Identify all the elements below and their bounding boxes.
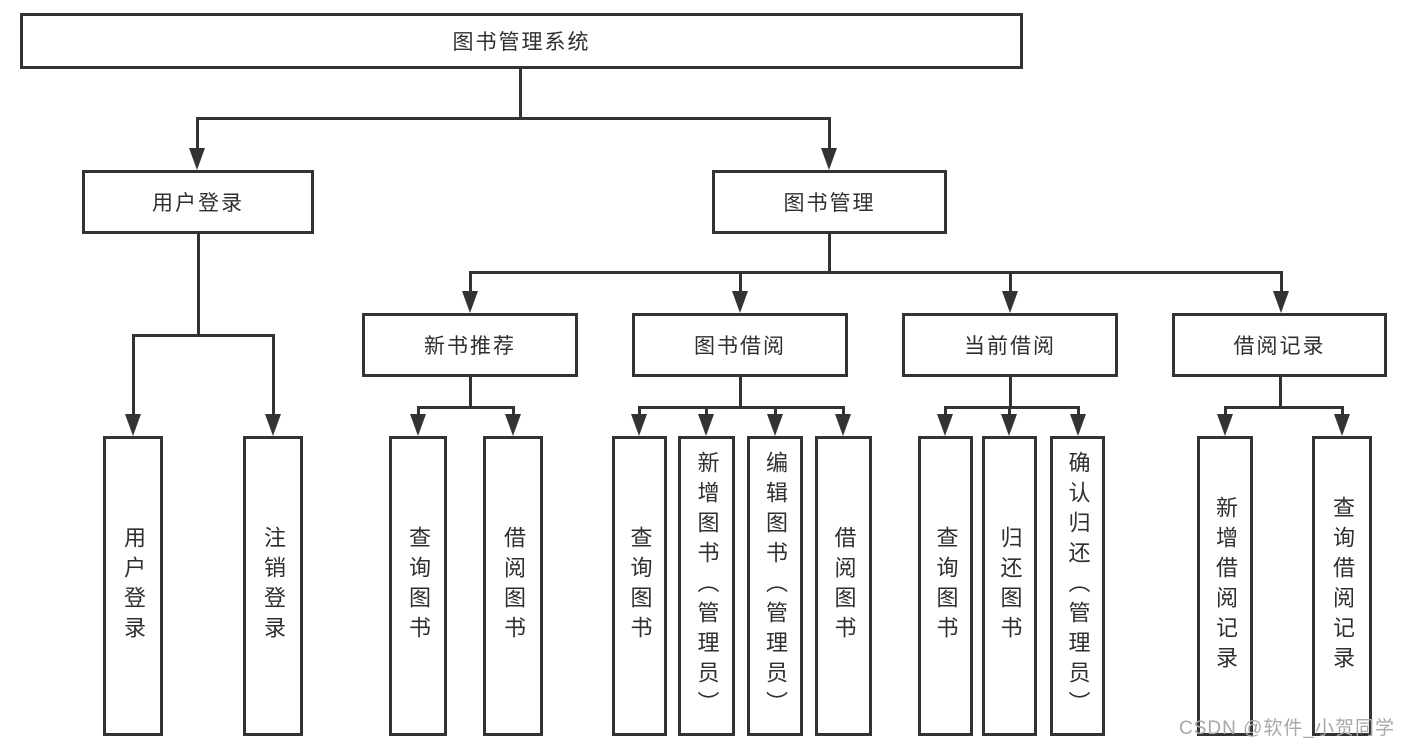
- node-new-book-recommend: 新书推荐: [362, 313, 578, 377]
- arrowhead-user-login: [189, 148, 205, 170]
- leaf-add-borrow-record: 新增借阅记录: [1197, 436, 1253, 736]
- leaf-query-borrow-record: 查询借阅记录: [1312, 436, 1372, 736]
- arrowhead-book-borrow: [732, 291, 748, 313]
- arrowhead-borrow-records: [1273, 291, 1289, 313]
- arrowhead-borrow-add: [698, 414, 714, 436]
- arrowhead-current-borrow: [1002, 291, 1018, 313]
- arrowhead-leaf-logout: [265, 414, 281, 436]
- arrowhead-current-query: [937, 414, 953, 436]
- connector-borrow-drop-2: [705, 406, 708, 416]
- leaf-return-books: 归还图书: [982, 436, 1037, 736]
- connector-mgmt-drop-2: [739, 271, 742, 293]
- connector-recommend-branch: [417, 406, 515, 409]
- connector-recommend-drop-2: [512, 406, 515, 416]
- connector-current-drop-1: [944, 406, 947, 416]
- arrowhead-recommend-borrow: [505, 414, 521, 436]
- connector-login-drop-1: [132, 334, 135, 416]
- node-book-management: 图书管理: [712, 170, 947, 234]
- connector-current-stem: [1009, 376, 1012, 408]
- connector-login-drop-2: [272, 334, 275, 416]
- arrowhead-records-query: [1334, 414, 1350, 436]
- arrowhead-borrow-query: [631, 414, 647, 436]
- arrowhead-leaf-user-login: [125, 414, 141, 436]
- arrowhead-new-book-recommend: [462, 291, 478, 313]
- leaf-borrow-borrow-books: 借阅图书: [815, 436, 872, 736]
- connector-mgmt-branch: [469, 271, 1282, 274]
- connector-recommend-drop-1: [417, 406, 420, 416]
- connector-borrow-drop-4: [842, 406, 845, 416]
- connector-recommend-stem: [469, 376, 472, 408]
- leaf-recommend-query-books: 查询图书: [389, 436, 447, 736]
- arrowhead-recommend-query: [410, 414, 426, 436]
- connector-mgmt-drop-3: [1009, 271, 1012, 293]
- node-borrow-records: 借阅记录: [1172, 313, 1387, 377]
- connector-root-branch: [196, 117, 831, 120]
- connector-records-drop-2: [1341, 406, 1344, 416]
- node-current-borrow: 当前借阅: [902, 313, 1118, 377]
- connector-borrow-drop-3: [774, 406, 777, 416]
- connector-current-drop-3: [1077, 406, 1080, 416]
- connector-records-branch: [1224, 406, 1343, 409]
- watermark: CSDN @软件_小贺同学: [1179, 718, 1395, 739]
- arrowhead-current-return: [1001, 414, 1017, 436]
- node-library-system: 图书管理系统: [20, 13, 1023, 69]
- arrowhead-records-add: [1217, 414, 1233, 436]
- connector-root-drop-left: [196, 117, 199, 152]
- leaf-edit-book-admin: 编辑图书（管理员）: [747, 436, 803, 736]
- leaf-borrow-query-books: 查询图书: [612, 436, 667, 736]
- leaf-confirm-return-admin: 确认归还（管理员）: [1050, 436, 1105, 736]
- arrowhead-borrow-edit: [767, 414, 783, 436]
- connector-current-drop-2: [1008, 406, 1011, 416]
- connector-mgmt-drop-1: [469, 271, 472, 293]
- leaf-add-book-admin: 新增图书（管理员）: [678, 436, 735, 736]
- node-book-borrow: 图书借阅: [632, 313, 848, 377]
- connector-root-drop-right: [828, 117, 831, 152]
- leaf-logout: 注销登录: [243, 436, 303, 736]
- connector-mgmt-drop-4: [1280, 271, 1283, 293]
- node-user-login: 用户登录: [82, 170, 314, 234]
- leaf-recommend-borrow-books: 借阅图书: [483, 436, 543, 736]
- connector-root-stem: [519, 69, 522, 118]
- connector-login-branch: [132, 334, 274, 337]
- connector-borrow-drop-1: [638, 406, 641, 416]
- connector-login-stem: [197, 233, 200, 336]
- arrowhead-borrow-borrow: [835, 414, 851, 436]
- leaf-current-query-books: 查询图书: [918, 436, 973, 736]
- leaf-user-login: 用户登录: [103, 436, 163, 736]
- arrowhead-current-confirm: [1070, 414, 1086, 436]
- connector-records-drop-1: [1224, 406, 1227, 416]
- connector-borrow-branch: [638, 406, 844, 409]
- connector-records-stem: [1279, 376, 1282, 408]
- connector-mgmt-stem: [828, 233, 831, 273]
- arrowhead-book-management: [821, 148, 837, 170]
- connector-current-branch: [944, 406, 1079, 409]
- connector-borrow-stem: [739, 376, 742, 408]
